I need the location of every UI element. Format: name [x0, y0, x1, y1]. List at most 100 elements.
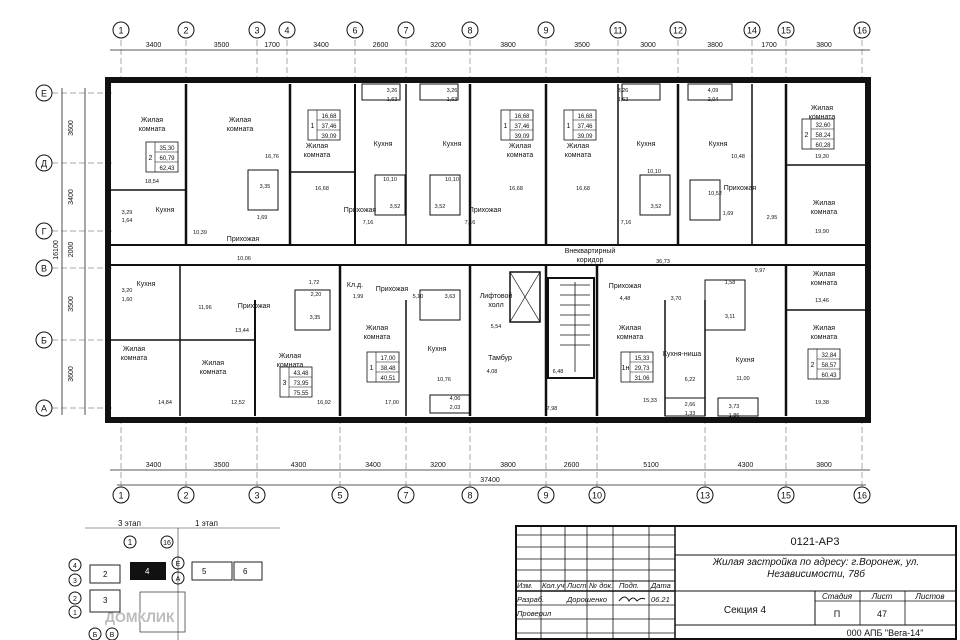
axis-label-top: 7: [403, 26, 408, 36]
signature-mark: [618, 596, 646, 602]
room-area: 16,68: [576, 186, 590, 192]
room-area: 18,54: [145, 179, 159, 185]
room-area: 9,97: [755, 268, 766, 274]
sheets-label: Листов: [914, 592, 944, 601]
dimension-top: 3500: [214, 42, 230, 49]
dimension-total-height: 16100: [53, 240, 60, 260]
dimension-bottom: 4300: [291, 462, 307, 469]
apartment-room-count: 1: [504, 123, 508, 130]
dimension-bottom: 3200: [430, 462, 446, 469]
axis-marker: [669, 21, 687, 39]
room-area: 10,52: [708, 191, 722, 197]
axis-label-left: Е: [41, 89, 47, 99]
dimension-top: 1700: [761, 42, 777, 49]
apartment-room-count: 2: [805, 132, 809, 139]
room-area: 1,33: [685, 411, 696, 417]
dimension-bottom: 3800: [816, 462, 832, 469]
room-area: 10,48: [731, 154, 745, 160]
organization: 000 АПБ "Вега-14": [847, 628, 924, 638]
header-izm: Изм.: [517, 581, 533, 590]
room-area: 19,38: [815, 400, 829, 406]
row-developer-label: Разраб.: [517, 595, 544, 604]
room-name: Кухня: [374, 141, 393, 148]
axis-marker: [35, 399, 53, 417]
room-name: Прихожая: [609, 283, 642, 290]
keyplan-block-6: 6: [243, 567, 248, 576]
axis-label-top: 3: [254, 26, 259, 36]
room-area: 4,48: [620, 296, 631, 302]
row-developer-name: Дорошенко: [566, 595, 607, 604]
room-area: 3,52: [390, 204, 401, 210]
axis-label-bottom: 1: [118, 491, 123, 501]
room-area: 3,35: [260, 184, 271, 190]
dimension-top: 3000: [640, 42, 656, 49]
apartment-room-count: 3: [283, 380, 287, 387]
room-area: 10,10: [445, 177, 459, 183]
room-area: 2,03: [450, 405, 461, 411]
axis-label-bottom: 16: [857, 491, 867, 501]
axis-marker: [461, 21, 479, 39]
sheet-label: Лист: [871, 592, 893, 601]
room-area: 16,68: [509, 186, 523, 192]
keyplan-axis-e: Е: [176, 561, 181, 568]
axis-marker: [35, 84, 53, 102]
room-area: 10,10: [647, 169, 661, 175]
axis-marker: [777, 21, 795, 39]
keyplan-watermark: ДОМКЛИК: [105, 609, 175, 625]
apartment-room-count: 1: [567, 123, 571, 130]
dimension-top: 3400: [146, 42, 162, 49]
axis-label-bottom: 9: [543, 491, 548, 501]
header-date: Дата: [650, 581, 671, 590]
room-name: Кл.д.: [347, 282, 363, 289]
apartment-total-area: 37,46: [321, 124, 337, 130]
axis-label-bottom: 3: [254, 491, 259, 501]
apartment-living-area: 32,84: [821, 353, 837, 359]
room-name: Прихожая: [376, 286, 409, 293]
dimension-top: 2600: [373, 42, 389, 49]
dimension-left: 3600: [68, 120, 75, 136]
room-area: 7,16: [621, 220, 632, 226]
room-area: 16,68: [315, 186, 329, 192]
apartment-room-count: 2: [149, 155, 153, 162]
room-area: 1,64: [122, 218, 133, 224]
axis-label-left: Г: [42, 227, 47, 237]
room-area: 1,58: [725, 280, 736, 286]
room-area: 3,52: [651, 204, 662, 210]
axis-label-top: 6: [352, 26, 357, 36]
room-area: 5,10: [413, 294, 424, 300]
room-area: 3,70: [671, 296, 682, 302]
room-area: 6,22: [685, 377, 696, 383]
axis-label-bottom: 5: [337, 491, 342, 501]
axis-label-top: 8: [467, 26, 472, 36]
title-block: 0121-АР3 Жилая застройка по адресу: г.Во…: [515, 525, 957, 640]
apartment-living-area: 17,00: [380, 356, 396, 362]
axis-label-top: 15: [781, 26, 791, 36]
room-area: 1,63: [447, 97, 458, 103]
apartment-total-area: 37,46: [514, 124, 530, 130]
room-area: 10,06: [237, 256, 251, 262]
axis-marker: [35, 222, 53, 240]
dimension-top: 3200: [430, 42, 446, 49]
dimension-bottom: 3500: [214, 462, 230, 469]
keyplan-axis-a: А: [176, 576, 181, 583]
room-area: 3,20: [122, 288, 133, 294]
section-name: Секция 4: [724, 605, 767, 616]
dimension-bottom: 4300: [738, 462, 754, 469]
room-area: 1,69: [257, 215, 268, 221]
axis-label-bottom: 8: [467, 491, 472, 501]
dimension-bottom: 3400: [146, 462, 162, 469]
dimension-top: 3400: [313, 42, 329, 49]
room-area: 3,26: [618, 88, 629, 94]
apartment-full-area: 39,09: [321, 134, 337, 140]
dimension-left: 3500: [68, 296, 75, 312]
header-podp: Подп.: [619, 581, 639, 590]
